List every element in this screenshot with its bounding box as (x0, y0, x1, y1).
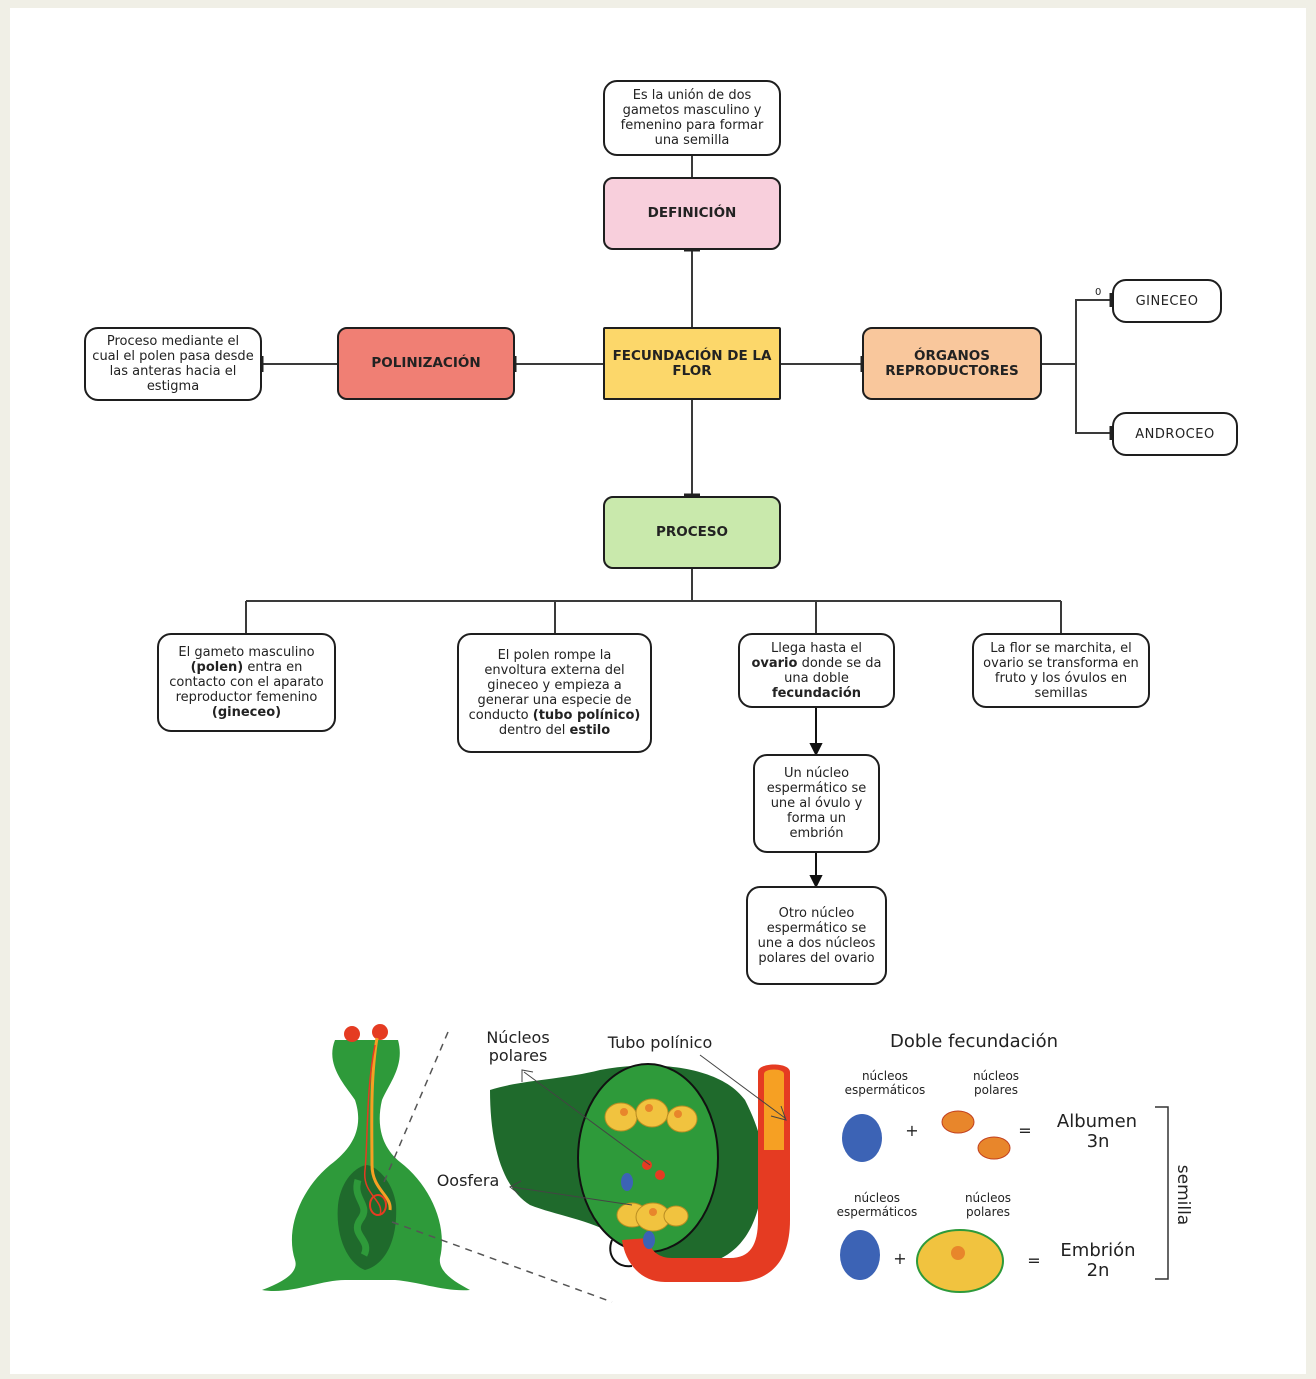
pistil-figure (262, 1024, 470, 1292)
plus-sign-1: + (905, 1121, 918, 1140)
polinizacion-text-box: Proceso mediante el cual el polen pasa d… (84, 327, 262, 401)
definition-text-box: Es la unión de dos gametos masculino y f… (603, 80, 781, 156)
androceo-box: ANDROCEO (1112, 412, 1238, 456)
label-oosfera: Oosfera (437, 1171, 500, 1190)
equals-sign-2: = (1027, 1251, 1040, 1270)
label-embrion: Embrión (1060, 1240, 1135, 1261)
gineceo-box: GINECEO (1112, 279, 1222, 323)
zero-mark: 0 (1095, 287, 1101, 298)
sub-step-2-box: Otro núcleo espermático se une a dos núc… (746, 886, 887, 985)
sub-step-1-box: Un núcleo espermático se une al óvulo y … (753, 754, 880, 853)
polinizacion-node: POLINIZACIÓN (337, 327, 515, 400)
definicion-node: DEFINICIÓN (603, 177, 781, 250)
label-tubo-polinico: Tubo polínico (607, 1033, 713, 1052)
ovule-closeup (490, 1063, 790, 1282)
label-albumen-n: 3n (1087, 1131, 1110, 1152)
plus-sign-2: + (893, 1249, 906, 1268)
equals-sign-1: = (1018, 1121, 1031, 1140)
step-3-box: Llega hasta el ovario donde se da una do… (738, 633, 895, 708)
label-doble-fecundacion: Doble fecundación (890, 1031, 1058, 1052)
central-node: FECUNDACIÓN DE LA FLOR (603, 327, 781, 400)
label-albumen: Albumen (1057, 1111, 1137, 1132)
proceso-node: PROCESO (603, 496, 781, 569)
step-4-box: La flor se marchita, el ovario se transf… (972, 633, 1150, 708)
label-semilla: semilla (1173, 1165, 1193, 1225)
step-1-box: El gameto masculino (polen) entra en con… (157, 633, 336, 732)
organos-node: ÓRGANOS REPRODUCTORES (862, 327, 1042, 400)
label-embrion-n: 2n (1087, 1260, 1110, 1281)
step-2-box: El polen rompe la envoltura externa del … (457, 633, 652, 753)
